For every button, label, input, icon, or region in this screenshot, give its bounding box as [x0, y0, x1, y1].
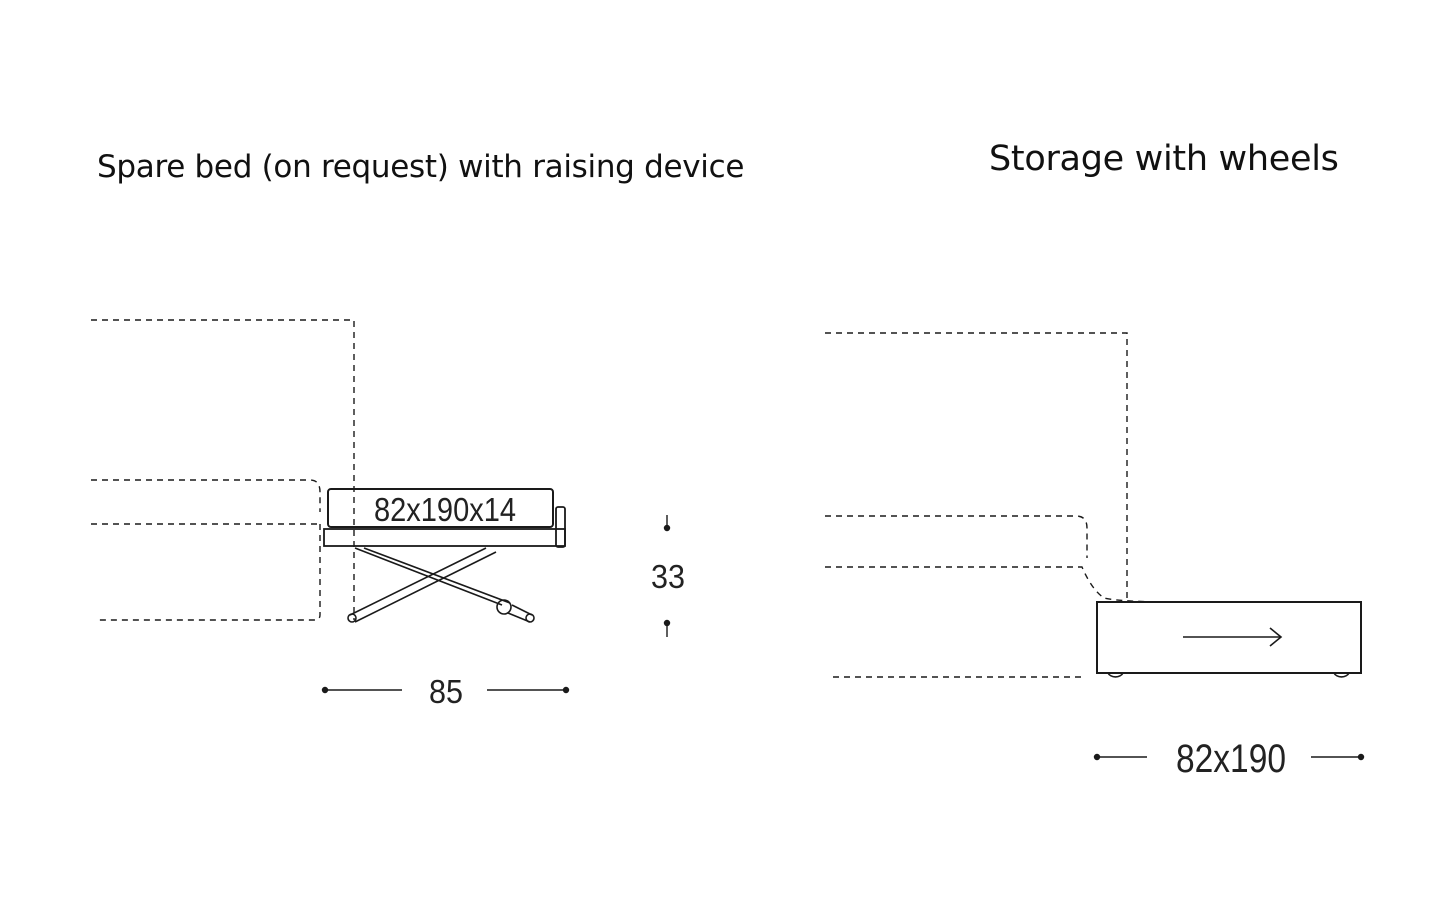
storage-width-dimension: [1093, 753, 1365, 761]
mattress-size-label: 82x190x14: [374, 491, 516, 528]
storage-title: Storage with wheels: [989, 139, 1339, 179]
main-bed-dashed-outline: [91, 319, 355, 621]
bed-frame: [323, 528, 566, 547]
width-label: 85: [429, 673, 463, 710]
height-dimension: [663, 515, 671, 637]
mattress: [327, 488, 554, 528]
wheel-right: [1333, 672, 1350, 678]
wheel-left: [1107, 672, 1124, 678]
headboard: [555, 506, 566, 548]
height-label: 33: [651, 558, 685, 595]
pull-out-arrow-icon: [1183, 627, 1283, 647]
storage-size-label: 82x190: [1176, 737, 1286, 781]
main-bed-dashed-outline: [825, 332, 1179, 678]
spare-bed-drawing: [91, 319, 671, 694]
storage-box: [1096, 601, 1362, 674]
spare-bed-title: Spare bed (on request) with raising devi…: [97, 149, 745, 185]
folding-legs: [347, 547, 535, 623]
storage-drawing: [825, 332, 1365, 761]
width-dimension: [321, 686, 570, 694]
